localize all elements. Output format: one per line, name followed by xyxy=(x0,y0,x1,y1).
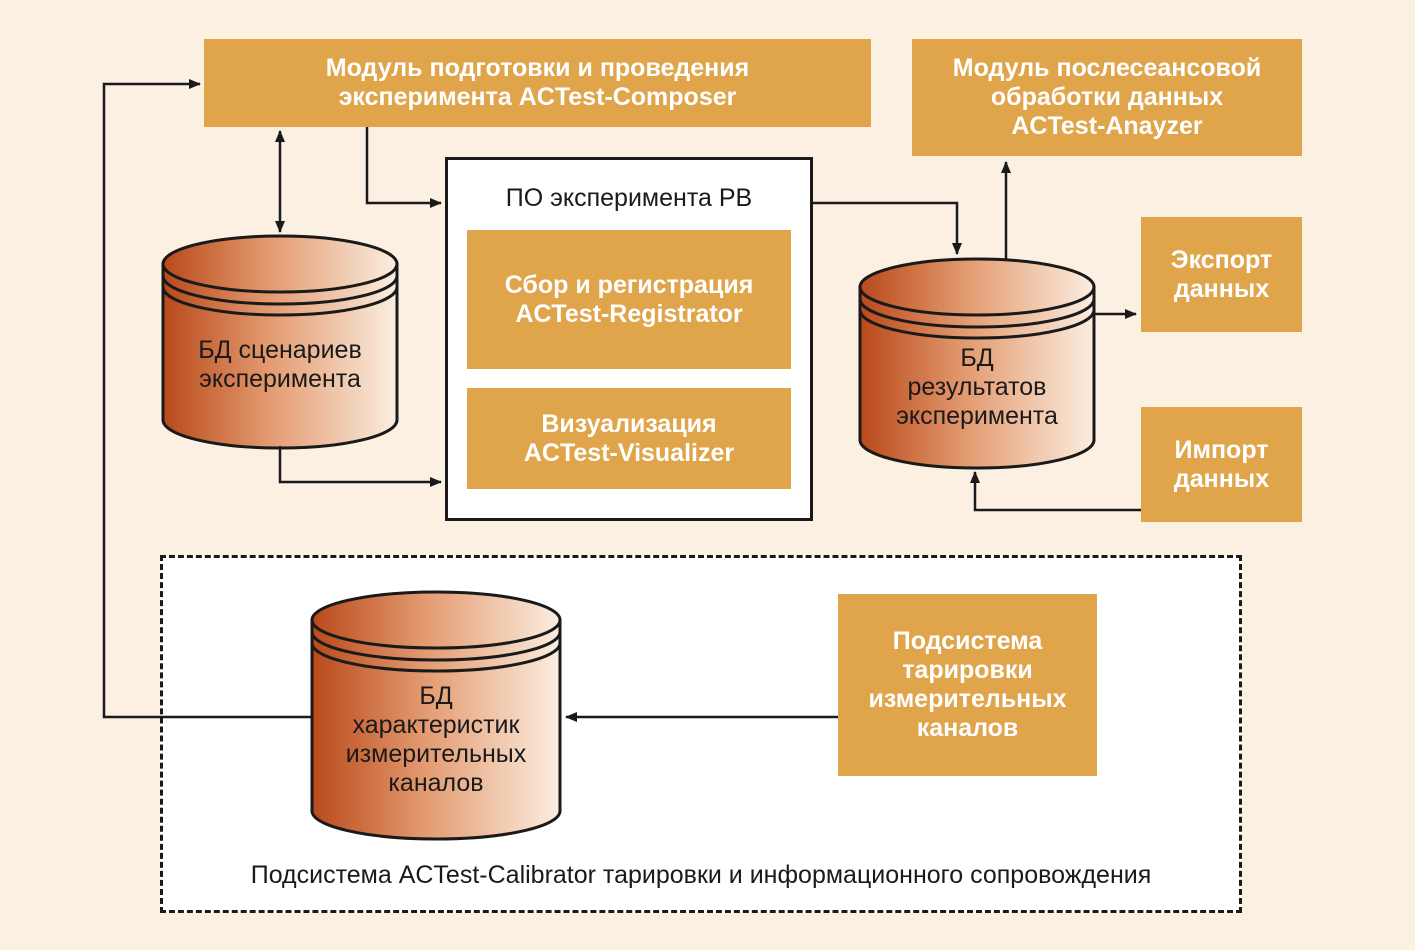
visualizer-line-1: Визуализация xyxy=(541,409,717,438)
registrator-box: Сбор и регистрация ACTest-Registrator xyxy=(467,230,791,369)
composer-module-box: Модуль подготовки и проведения экспериме… xyxy=(204,39,871,127)
db-results-label: БД результатов эксперимента xyxy=(860,320,1094,455)
db-scenarios-line-1: БД сценариев xyxy=(198,336,362,364)
import-box: Импорт данных xyxy=(1141,407,1302,522)
db-channels-label: БД характеристик измерительных каналов xyxy=(312,652,560,827)
calibrator-caption: Подсистема ACTest-Calibrator тарировки и… xyxy=(250,861,1152,889)
export-line-1: Экспорт xyxy=(1170,245,1273,274)
db-channels-cylinder xyxy=(310,590,562,841)
analyzer-line-1: Модуль послесеансовой xyxy=(952,54,1262,82)
tariff-line-1: Подсистема xyxy=(892,627,1043,655)
tariff-line-3: измерительных xyxy=(868,685,1067,713)
rv-software-title: ПО эксперимента РВ xyxy=(505,184,753,212)
db-results-cylinder xyxy=(858,257,1096,470)
arrow-import-results xyxy=(970,471,1141,512)
db-scenarios-cylinder xyxy=(161,234,399,450)
export-line-2: данных xyxy=(1173,274,1270,303)
analyzer-module-box: Модуль послесеансовой обработки данных A… xyxy=(912,39,1302,156)
tariff-line-4: каналов xyxy=(916,714,1019,742)
registrator-line-2: ACTest-Registrator xyxy=(515,299,743,328)
export-box: Экспорт данных xyxy=(1141,217,1302,332)
db-results-line-2: результатов xyxy=(907,373,1047,401)
composer-line-2: эксперимента ACTest-Composer xyxy=(338,83,737,111)
db-results-line-1: БД xyxy=(960,344,994,372)
analyzer-line-2: обработки данных xyxy=(990,83,1224,111)
db-channels-line-4: каналов xyxy=(388,768,484,797)
tariff-subsystem-box: Подсистема тарировки измерительных канал… xyxy=(838,594,1097,776)
arrow-rv-results xyxy=(813,201,962,255)
composer-line-1: Модуль подготовки и проведения xyxy=(325,54,750,82)
import-line-2: данных xyxy=(1173,464,1270,493)
registrator-line-1: Сбор и регистрация xyxy=(504,270,754,299)
db-channels-line-3: измерительных xyxy=(345,739,527,768)
db-channels-line-2: характеристик xyxy=(352,710,520,739)
visualizer-box: Визуализация ACTest-Visualizer xyxy=(467,388,791,489)
db-scenarios-line-2: эксперимента xyxy=(199,365,361,393)
arrow-scenarios-rv xyxy=(278,446,442,487)
arrow-channels-composer xyxy=(102,79,312,719)
tariff-line-2: тарировки xyxy=(902,656,1033,684)
db-channels-line-1: БД xyxy=(419,681,453,710)
visualizer-line-2: ACTest-Visualizer xyxy=(523,438,735,467)
db-scenarios-label: БД сценариев эксперимента xyxy=(163,300,397,430)
import-line-1: Импорт xyxy=(1174,435,1269,464)
db-results-line-3: эксперимента xyxy=(896,402,1058,430)
analyzer-line-3: ACTest-Anayzer xyxy=(1011,112,1203,140)
arrow-composer-rv xyxy=(365,127,442,208)
